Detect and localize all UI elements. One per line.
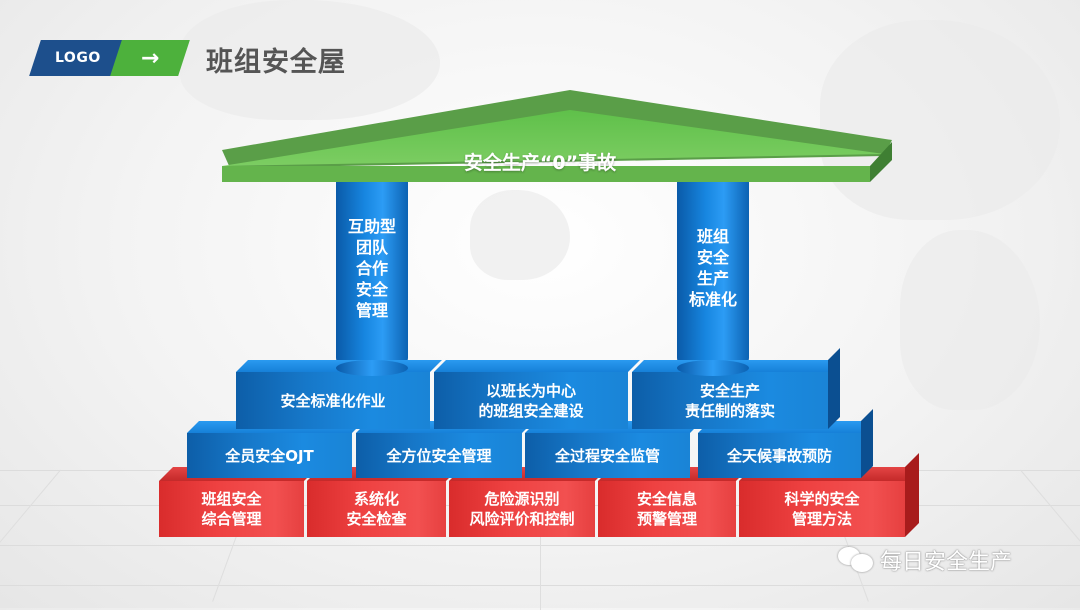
upper-block: 安全生产 责任制的落实 — [632, 348, 840, 429]
wechat-icon — [838, 547, 874, 573]
watermark: 每日安全生产 — [838, 544, 1012, 576]
roof-label: 安全生产“0”事故 — [463, 152, 617, 174]
floor-grid-line — [0, 469, 61, 578]
foundation-block: 科学的安全 管理方法 — [739, 453, 919, 537]
middle-block: 全过程安全监管 — [525, 421, 702, 478]
upper-block: 以班长为中心 的班组安全建设 — [434, 360, 640, 429]
foundation-block: 班组安全 综合管理 — [159, 467, 318, 537]
pillar-left: 互助型 团队 合作 安全 管理 — [336, 182, 408, 372]
middle-block: 全天候事故预防 — [698, 409, 873, 478]
arrow-badge: → — [110, 40, 190, 76]
background-map-shape — [820, 20, 1060, 220]
background-map-shape — [470, 190, 570, 280]
background-map-shape — [180, 0, 440, 120]
foundation-block: 安全信息 预警管理 — [598, 467, 750, 537]
pillar-right: 班组 安全 生产 标准化 — [677, 182, 749, 372]
floor-grid-line — [540, 470, 541, 610]
middle-block: 全方位安全管理 — [356, 421, 534, 478]
foundation-block: 危险源识别 风险评价和控制 — [449, 467, 609, 537]
floor-grid-line — [1020, 469, 1080, 578]
logo-text: LOGO — [55, 50, 101, 66]
pillar-right-label: 班组 安全 生产 标准化 — [688, 227, 737, 309]
roof-shape — [222, 90, 892, 182]
middle-block: 全员安全OJT — [187, 421, 364, 478]
pillar-right-base — [677, 360, 749, 376]
arrow-right-icon: → — [140, 45, 160, 71]
foundation-block: 系统化 安全检查 — [307, 467, 460, 537]
pillar-left-label: 互助型 团队 合作 安全 管理 — [347, 217, 396, 320]
watermark-text: 每日安全生产 — [880, 550, 1013, 575]
page-title: 班组安全屋 — [206, 47, 346, 78]
background-map-shape — [900, 230, 1040, 410]
upper-block: 安全标准化作业 — [236, 360, 442, 429]
pillar-left-base — [336, 360, 408, 376]
